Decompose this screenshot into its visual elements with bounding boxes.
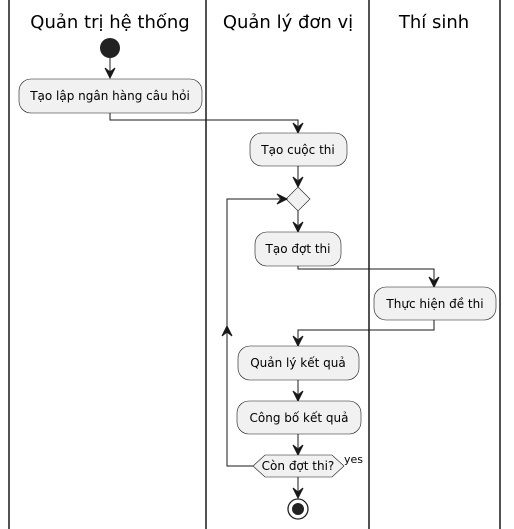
lane-title-candidate: Thí sinh (398, 12, 469, 33)
activity-label: Tạo cuộc thi (260, 143, 334, 157)
activity-label: Công bố kết quả (250, 411, 349, 425)
edge-bank-to-contest (109, 113, 299, 126)
arrowhead (276, 193, 289, 205)
arrowhead (292, 122, 304, 135)
arrowhead (292, 335, 304, 348)
merge-node (285, 186, 311, 212)
decision-label: Còn đợt thi? (262, 459, 335, 473)
arrowhead (428, 276, 440, 289)
edge-exam-to-results (297, 320, 435, 339)
decision-yes-label: yes (344, 453, 363, 466)
activity-label: Tạo lập ngân hàng câu hỏi (29, 89, 190, 103)
arrowhead (292, 390, 304, 403)
arrowhead-up (221, 324, 233, 337)
activity-take-exam (373, 286, 497, 321)
activity-label: Tạo đợt thi (265, 242, 331, 256)
start-node (100, 38, 120, 58)
edge-round-to-exam (297, 266, 435, 280)
end-node-inner (292, 503, 304, 515)
arrowhead (104, 67, 116, 80)
arrowhead (292, 176, 304, 189)
arrowhead (292, 444, 304, 457)
activity-label: Thực hiện đề thi (385, 297, 483, 311)
activity-publish-results (236, 400, 362, 435)
lane-title-system-admin: Quản trị hệ thống (30, 12, 189, 33)
activity-label: Quản lý kết quả (250, 356, 346, 370)
lane-title-unit-manager: Quản lý đơn vị (223, 12, 353, 33)
arrowhead (292, 487, 304, 500)
arrowhead (292, 221, 304, 234)
